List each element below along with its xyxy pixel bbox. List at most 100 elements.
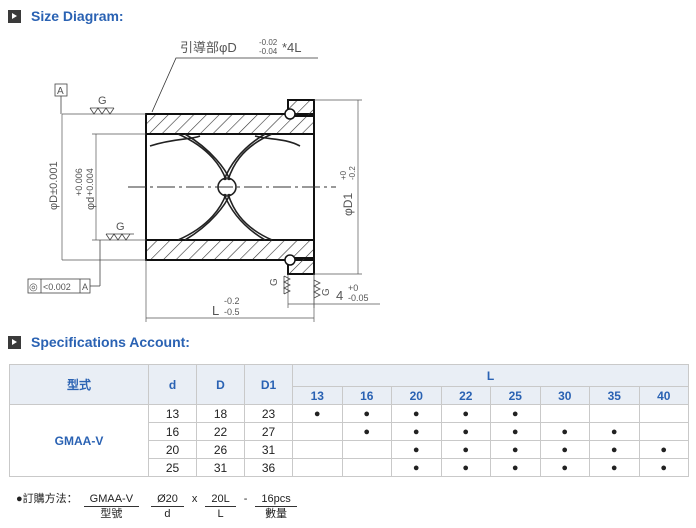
dim-L: L [212, 303, 219, 318]
availability-cell: ● [440, 422, 491, 441]
availability-cell [539, 404, 590, 423]
order-L: 20L L [205, 492, 236, 521]
concentricity-icon: ◎ [29, 282, 38, 293]
dim-D1: φD1 [341, 193, 355, 216]
arrow-right-icon [8, 9, 21, 23]
dim-d-tol-bottom: +0.004 [85, 168, 95, 196]
availability-cell: ● [539, 422, 590, 441]
header-L-value: 13 [292, 386, 343, 405]
concentricity-value: <0.002 [43, 282, 71, 292]
order-d: Ø20 d [151, 492, 184, 521]
header-L-value: 22 [440, 386, 491, 405]
header-L: L [292, 364, 689, 387]
order-qty: 16pcs 數量 [255, 492, 297, 521]
cell-D: 26 [196, 440, 245, 459]
availability-cell: ● [341, 404, 392, 423]
g-top: G [98, 95, 107, 107]
g-right: G [269, 278, 280, 286]
order-x-sep: x [191, 493, 198, 505]
dim-d: φd [85, 197, 97, 210]
cell-D1: 27 [244, 422, 293, 441]
dim-4-tol-bottom: -0.05 [348, 293, 369, 303]
availability-cell: ● [638, 440, 689, 459]
availability-cell: ● [391, 404, 442, 423]
availability-cell [292, 440, 343, 459]
availability-cell: ● [440, 404, 491, 423]
availability-cell [341, 440, 392, 459]
availability-cell: ● [589, 440, 640, 459]
availability-cell: ● [638, 458, 689, 477]
size-diagram-title: Size Diagram: [31, 8, 124, 24]
spec-header: Specifications Account: [8, 334, 190, 350]
g-right2: G [321, 288, 332, 296]
chamfer-suffix: *4L [282, 40, 302, 55]
order-dash-sep: - [243, 493, 248, 505]
cell-d: 20 [148, 440, 197, 459]
header-L-value: 25 [490, 386, 541, 405]
availability-cell: ● [391, 440, 442, 459]
availability-cell: ● [539, 458, 590, 477]
availability-cell: ● [341, 422, 392, 441]
availability-cell [341, 458, 392, 477]
chamfer-leader [151, 57, 318, 113]
size-diagram-header: Size Diagram: [8, 8, 124, 24]
cell-d: 13 [148, 404, 197, 423]
header-type: 型式 [9, 364, 149, 405]
header-L-value: 20 [391, 386, 442, 405]
dim-4-tol-top: +0 [348, 283, 358, 293]
dim-4: 4 [336, 288, 343, 303]
header-d: d [148, 364, 197, 405]
size-diagram: 引導部φD -0.02 -0.04 *4L A G G φD±0.001 φd … [27, 38, 380, 322]
availability-cell: ● [539, 440, 590, 459]
availability-cell [292, 458, 343, 477]
cell-D: 22 [196, 422, 245, 441]
spec-title: Specifications Account: [31, 334, 190, 350]
cell-d: 16 [148, 422, 197, 441]
availability-cell: ● [589, 422, 640, 441]
cell-d: 25 [148, 458, 197, 477]
header-L-value: 30 [539, 386, 590, 405]
cell-D: 18 [196, 404, 245, 423]
order-label: ●訂購方法： [16, 493, 78, 505]
dim-L-tol-bottom: -0.5 [224, 307, 240, 317]
availability-cell [589, 404, 640, 423]
order-model: GMAA-V 型號 [83, 492, 140, 521]
availability-cell: ● [490, 422, 541, 441]
cell-D1: 36 [244, 458, 293, 477]
header-L-value: 16 [341, 386, 392, 405]
availability-cell [292, 422, 343, 441]
availability-cell: ● [490, 404, 541, 423]
oil-groove [149, 133, 301, 241]
header-L-value: 40 [638, 386, 689, 405]
cell-D1: 31 [244, 440, 293, 459]
header-L-value: 35 [589, 386, 640, 405]
dim-L-tol-top: -0.2 [224, 296, 240, 306]
availability-cell: ● [292, 404, 343, 423]
order-method: ●訂購方法： GMAA-V 型號 Ø20 d x 20L L - 16pcs 數… [16, 492, 303, 521]
chamfer-tol-top: -0.02 [259, 38, 278, 47]
availability-cell: ● [391, 458, 442, 477]
cell-D: 31 [196, 458, 245, 477]
concentricity-datum: A [82, 282, 88, 292]
chamfer-label: 引導部φD [180, 40, 237, 55]
availability-cell: ● [490, 458, 541, 477]
model-cell: GMAA-V [9, 404, 149, 477]
dim-D: φD±0.001 [48, 161, 60, 210]
dim-d-tol-top: +0.006 [74, 168, 84, 196]
availability-cell: ● [440, 440, 491, 459]
availability-cell: ● [490, 440, 541, 459]
arrow-right-icon [8, 335, 21, 349]
availability-cell: ● [391, 422, 442, 441]
dim-D1-tol-top: +0 [339, 170, 348, 180]
dim-D1-tol-bottom: -0.2 [348, 166, 357, 180]
cell-D1: 23 [244, 404, 293, 423]
datum-label: A [57, 86, 64, 97]
availability-cell [638, 404, 689, 423]
chamfer-tol-bottom: -0.04 [259, 47, 278, 56]
availability-cell: ● [440, 458, 491, 477]
header-D1: D1 [244, 364, 293, 405]
availability-cell: ● [589, 458, 640, 477]
